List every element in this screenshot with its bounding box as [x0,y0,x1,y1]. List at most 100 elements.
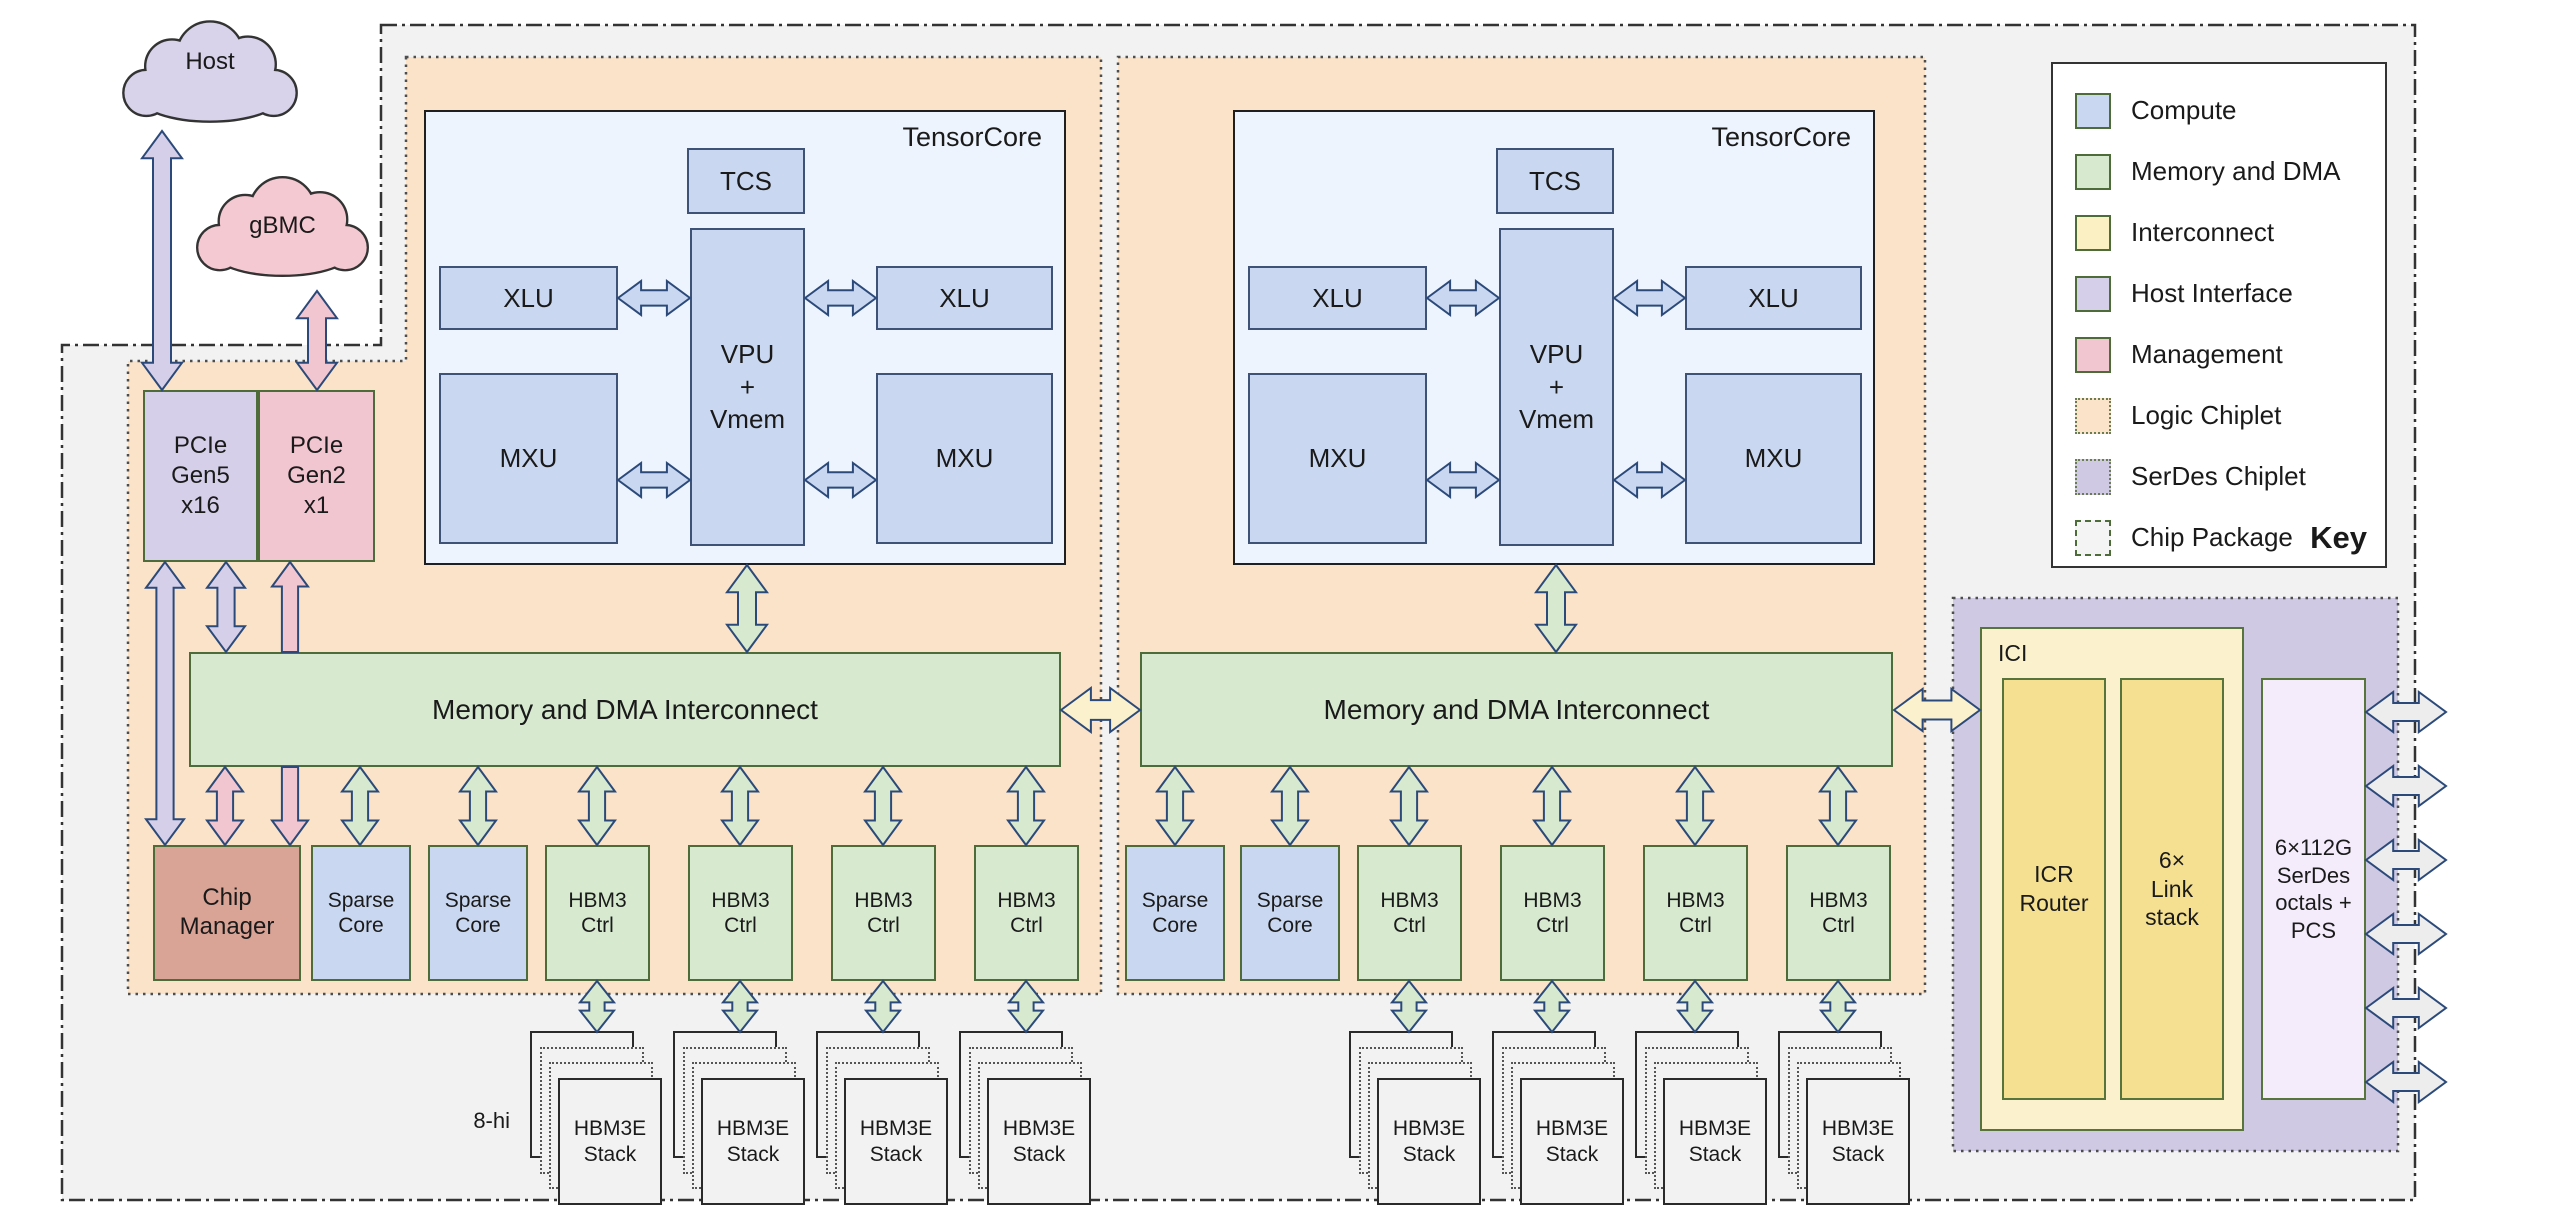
vpu-vmem-box: VPU + Vmem [690,228,805,546]
mxu-box: MXU [1685,373,1862,544]
hbm3e-stack: HBM3E Stack [530,1031,662,1205]
arrow-ic2-sparse [1155,765,1195,847]
pcie-gen5-box: PCIe Gen5 x16 [143,390,258,562]
arrow-serdes-link [2364,912,2448,956]
arrow-mxu-vpu [803,461,878,499]
arrow-xlu-vpu [616,279,692,317]
arrow-ic2-ici [1892,687,1982,733]
arrow-ic1-hbm3 [1006,765,1046,847]
arrow-ic1-hbm3 [863,765,903,847]
xlu-box: XLU [876,266,1053,330]
arrow-serdes-link [2364,764,2448,808]
hbm3e-stack: HBM3E Stack [1778,1031,1910,1205]
ici-label: ICI [1998,640,2028,666]
sparse-core-box: Sparse Core [1125,845,1225,981]
arrow-ctrl-stack [863,979,903,1034]
arrow-ic1-hbm3 [720,765,760,847]
vpu-vmem-box: VPU + Vmem [1499,228,1614,546]
arrow-ic2-hbm3 [1818,765,1858,847]
arrow-host-pcie [140,129,184,392]
arrow-ctrl-stack [1006,979,1046,1034]
arrow-ctrl-stack [1389,979,1429,1034]
interconnect-swatch [2075,214,2111,251]
arrow-serdes-link [2364,838,2448,882]
mxu-box: MXU [876,373,1053,544]
hbm3-ctrl-box: HBM3 Ctrl [831,845,936,981]
memory-dma-swatch [2075,153,2111,190]
arrow-mxu-vpu [616,461,692,499]
sparse-core-box: Sparse Core [1240,845,1340,981]
arrow-serdes-link [2364,986,2448,1030]
hbm3e-stack: HBM3E Stack [673,1031,805,1205]
management-swatch [2075,336,2111,373]
key-item-logic-chiplet: Logic Chiplet [2075,385,2385,446]
tcs-box: TCS [687,148,805,214]
hbm3-ctrl-box: HBM3 Ctrl [974,845,1079,981]
arrow-ic1-sparse [340,765,380,847]
logic-chiplet-swatch [2075,397,2111,434]
arrow-ic2-hbm3 [1532,765,1572,847]
serdes-chiplet-swatch [2075,458,2111,495]
arrow-ic2-sparse [1270,765,1310,847]
sparse-core-box: Sparse Core [311,845,411,981]
memory-dma-interconnect-1: Memory and DMA Interconnect [189,652,1061,767]
mxu-box: MXU [439,373,618,544]
arrow-serdes-link [2364,1060,2448,1104]
gbmc-cloud-label: gBMC [249,212,316,239]
hbm3-ctrl-box: HBM3 Ctrl [1643,845,1748,981]
arrow-serdes-link [2364,690,2448,734]
hbm3e-stack: HBM3E Stack [1635,1031,1767,1205]
tensorcore-2-title: TensorCore [1711,122,1851,152]
arrow-ctrl-stack [577,979,617,1034]
key-item-interconnect: Interconnect [2075,202,2385,263]
hbm3e-stack: HBM3E Stack [816,1031,948,1205]
arrow-ic1-ic2 [1059,686,1142,734]
key-item-memory-dma: Memory and DMA [2075,141,2385,202]
arrow-xlu-vpu [1612,279,1687,317]
arrow-ctrl-stack [1818,979,1858,1034]
chip-manager-box: Chip Manager [153,845,301,981]
host-interface-swatch [2075,275,2111,312]
arrow-pcie2-down-upper [270,560,310,653]
hbm3e-stack: HBM3E Stack [1349,1031,1481,1205]
tensorcore-1-title: TensorCore [902,122,1042,152]
arrow-pcie2-down-lower [270,766,310,847]
arrow-xlu-vpu [1425,279,1501,317]
pcie-gen2-box: PCIe Gen2 x1 [258,390,375,562]
sparse-core-box: Sparse Core [428,845,528,981]
hbm3e-stack: HBM3E Stack [1492,1031,1624,1205]
key-legend: Compute Memory and DMA Interconnect Host… [2051,62,2387,568]
hbm3-ctrl-box: HBM3 Ctrl [545,845,650,981]
arrow-ctrl-stack [1675,979,1715,1034]
arrow-gbmc-pcie [295,289,339,392]
arrow-tc2-interconnect [1534,563,1578,654]
memory-dma-interconnect-2: Memory and DMA Interconnect [1140,652,1893,767]
arrow-ic1-hbm3 [577,765,617,847]
compute-swatch [2075,92,2111,129]
key-item-management: Management [2075,324,2385,385]
hbm3-ctrl-box: HBM3 Ctrl [1357,845,1462,981]
arrow-ic2-hbm3 [1675,765,1715,847]
key-title: Key [2310,520,2367,555]
icr-router-box: ICR Router [2002,678,2106,1100]
key-item-host-interface: Host Interface [2075,263,2385,324]
stack-height-label: 8-hi [473,1108,510,1133]
arrow-xlu-vpu [803,279,878,317]
arrow-mxu-vpu [1612,461,1687,499]
hbm3e-stack: HBM3E Stack [959,1031,1091,1205]
host-cloud-label: Host [185,48,235,75]
arrow-ic1-sparse [458,765,498,847]
xlu-box: XLU [1248,266,1427,330]
arrow-mxu-vpu [1425,461,1501,499]
xlu-box: XLU [1685,266,1862,330]
arrow-tc1-interconnect [725,563,769,654]
hbm3-ctrl-box: HBM3 Ctrl [688,845,793,981]
arrow-interconnect-chip-manager [205,765,245,847]
arrow-ic2-hbm3 [1389,765,1429,847]
arrow-ctrl-stack [1532,979,1572,1034]
link-stack-box: 6× Link stack [2120,678,2224,1100]
key-item-compute: Compute [2075,80,2385,141]
tcs-box: TCS [1496,148,1614,214]
hbm3-ctrl-box: HBM3 Ctrl [1500,845,1605,981]
xlu-box: XLU [439,266,618,330]
